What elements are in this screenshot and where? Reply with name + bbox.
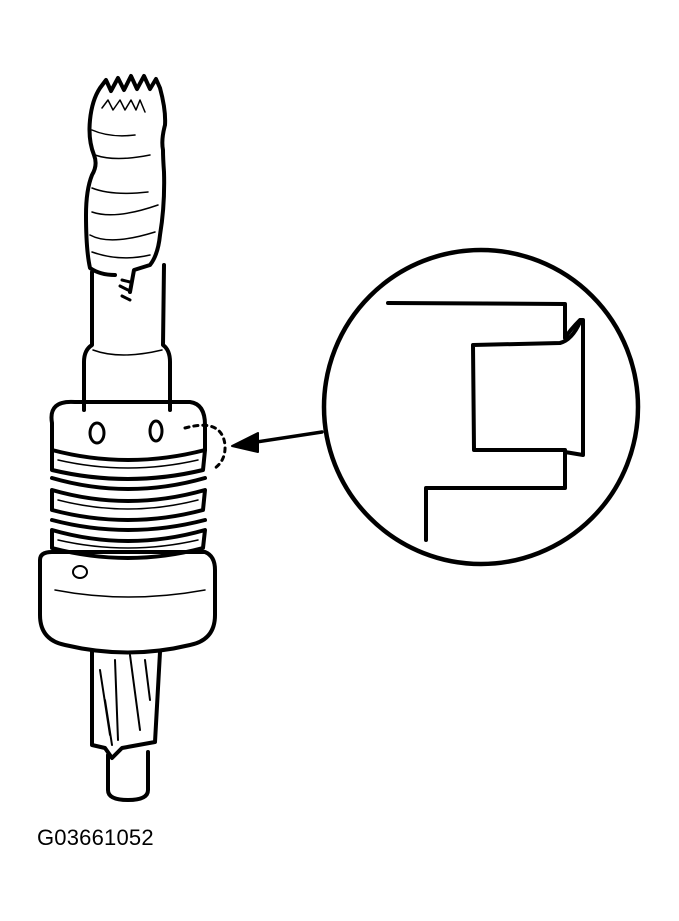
- shaft-neck: [82, 263, 172, 412]
- detail-circle: [321, 247, 641, 567]
- piston-body: [38, 399, 227, 655]
- figure-caption: G03661052: [37, 825, 154, 850]
- helical-gear: [90, 650, 162, 802]
- splined-shaft-top: [84, 74, 168, 302]
- callout-arrow: [231, 430, 324, 453]
